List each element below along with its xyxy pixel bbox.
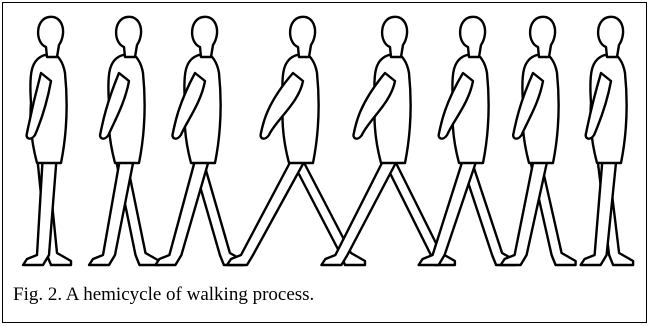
figure-frame: Fig. 2. A hemicycle of walking process. bbox=[2, 2, 647, 323]
walking-silhouette bbox=[321, 17, 455, 265]
walking-silhouette bbox=[23, 17, 71, 265]
walking-silhouette bbox=[227, 17, 365, 265]
walking-silhouettes-illustration bbox=[3, 3, 648, 278]
walking-silhouette bbox=[501, 17, 576, 265]
walking-silhouette bbox=[155, 17, 244, 265]
figure-caption: Fig. 2. A hemicycle of walking process. bbox=[13, 284, 314, 306]
walking-silhouette bbox=[89, 17, 160, 265]
walking-silhouette bbox=[419, 17, 516, 265]
walking-silhouette bbox=[581, 17, 634, 265]
